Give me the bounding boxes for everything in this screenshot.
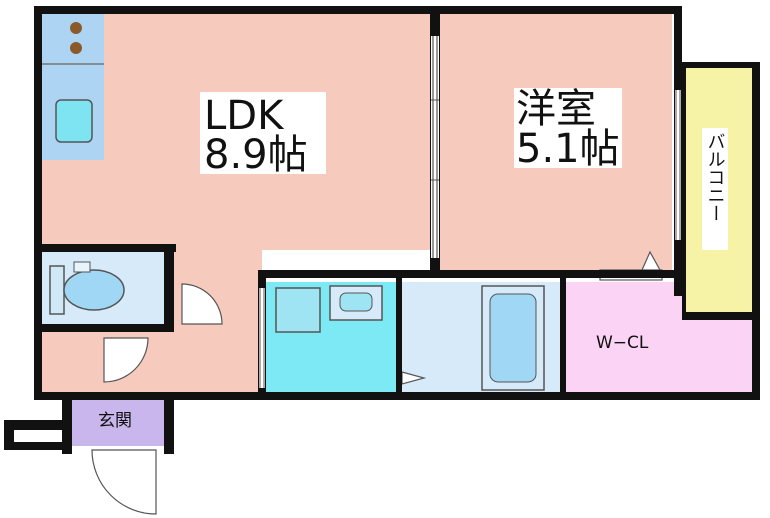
western-size: 5.1帖: [516, 126, 620, 172]
bath-opening: [259, 288, 265, 388]
balcony-label-bg: [702, 128, 728, 250]
western-name: 洋室: [516, 86, 596, 132]
sink-icon: [55, 99, 93, 143]
ldk-label-bg: [200, 92, 326, 174]
entrance-door-swing: [91, 449, 157, 515]
sliding-door: [431, 36, 439, 258]
hall-door-swing: [103, 337, 149, 383]
ldk-size: 8.9帖: [204, 132, 308, 178]
entrance-label: 玄関: [98, 411, 132, 431]
toilet-door-swing: [181, 283, 223, 325]
balcony-window: [675, 90, 681, 240]
western-label-bg: [514, 88, 622, 168]
stove-icon: [42, 22, 104, 65]
balcony-label: バルコニー: [705, 132, 726, 222]
bath-sink-icon: [275, 287, 321, 333]
ldk-name: LDK: [204, 93, 285, 139]
entrance-area: [70, 396, 164, 446]
toilet-icon: [49, 261, 125, 315]
wcl-label: W−CL: [596, 333, 649, 353]
